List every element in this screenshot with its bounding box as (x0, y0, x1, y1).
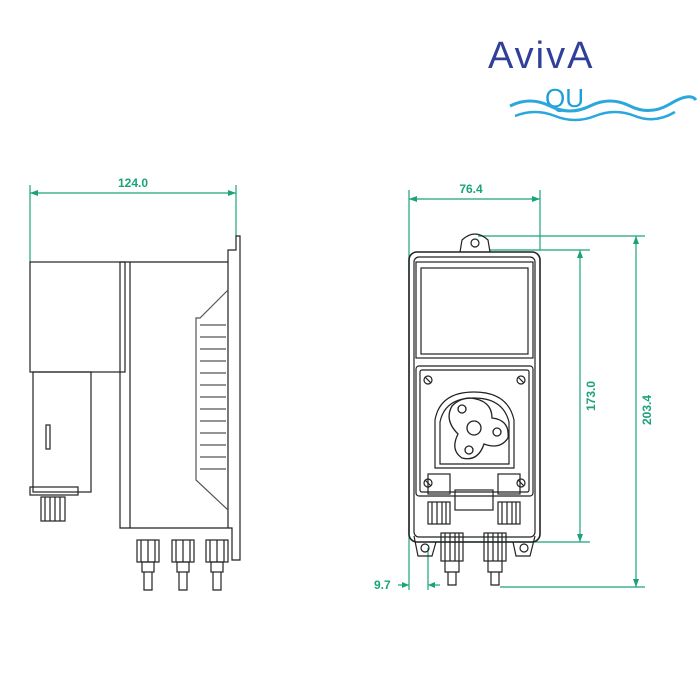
front-view: 76.4 173.0 203.4 9.7 (374, 182, 654, 592)
side-width-label: 124.0 (118, 176, 148, 190)
logo-wave-icon (509, 95, 698, 113)
connector-left (427, 501, 451, 525)
side-fitting-3 (205, 539, 229, 591)
rotor-icon (448, 397, 509, 460)
front-height-total-dimension (478, 235, 645, 588)
logo-wave-icon-2 (514, 110, 676, 122)
front-housing-inner (413, 256, 536, 538)
front-offset-label: 9.7 (374, 578, 391, 592)
side-width-dimension (29, 185, 237, 262)
side-fitting-1 (136, 539, 160, 591)
front-lower-fittings (440, 532, 507, 586)
tube-clamp-left (427, 473, 451, 495)
front-height-inner-dimension (430, 249, 590, 543)
screw-icon (516, 375, 526, 385)
tube-clamp-right (497, 473, 521, 495)
rotor-housing (434, 391, 515, 469)
side-heat-sink (195, 289, 229, 511)
display-window-inner (420, 267, 529, 355)
fitting-right (483, 532, 507, 586)
logo-wordmark-bottom: QU (545, 83, 584, 113)
pump-head (415, 365, 534, 511)
connector-right (497, 501, 521, 525)
front-width-label: 76.4 (459, 182, 483, 196)
front-upper-connectors (427, 501, 521, 525)
side-body-left (29, 261, 126, 373)
bottom-mounting-ears (413, 535, 536, 557)
screw-icon (423, 375, 433, 385)
side-slot (45, 424, 51, 450)
front-offset-dimension (398, 530, 440, 590)
side-view: 124.0 (29, 176, 241, 591)
side-lower-block (32, 371, 92, 493)
top-mounting-ear (459, 233, 491, 253)
display-window (415, 261, 534, 359)
side-left-fitting (40, 496, 66, 522)
front-height-inner-label: 173.0 (584, 381, 598, 411)
side-housing (119, 235, 241, 561)
screw-icon (516, 478, 526, 488)
front-housing (408, 251, 541, 543)
logo-wordmark-top: AvivA (488, 35, 594, 77)
side-fitting-2 (171, 539, 195, 591)
front-height-total-label: 203.4 (640, 395, 654, 425)
side-bottom-plate (29, 486, 79, 496)
pump-cover (415, 365, 534, 497)
fitting-left (440, 532, 464, 586)
side-bottom-fittings (136, 539, 229, 591)
brand-logo: AvivA QU (488, 35, 698, 122)
